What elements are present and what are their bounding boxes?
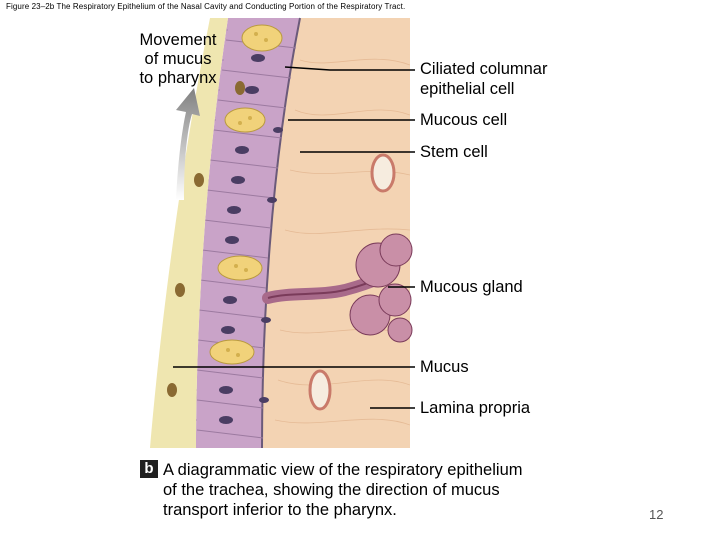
label-stem-cell: Stem cell <box>420 142 488 162</box>
goblet-cell <box>242 25 282 51</box>
goblet-cell <box>210 340 254 364</box>
goblet-cell <box>225 108 265 132</box>
label-mucous-gland: Mucous gland <box>420 277 523 297</box>
label-ciliated-columnar: Ciliated columnar epithelial cell <box>420 59 547 99</box>
movement-label: Movement of mucus to pharynx <box>128 31 228 88</box>
label-lamina-propria: Lamina propria <box>420 398 530 418</box>
page-number: 12 <box>649 507 663 522</box>
goblet-cell <box>218 256 262 280</box>
label-mucus: Mucus <box>420 357 469 377</box>
panel-badge: b <box>140 460 158 478</box>
figure-caption: A diagrammatic view of the respiratory e… <box>163 460 603 520</box>
label-mucous-cell: Mucous cell <box>420 110 507 130</box>
